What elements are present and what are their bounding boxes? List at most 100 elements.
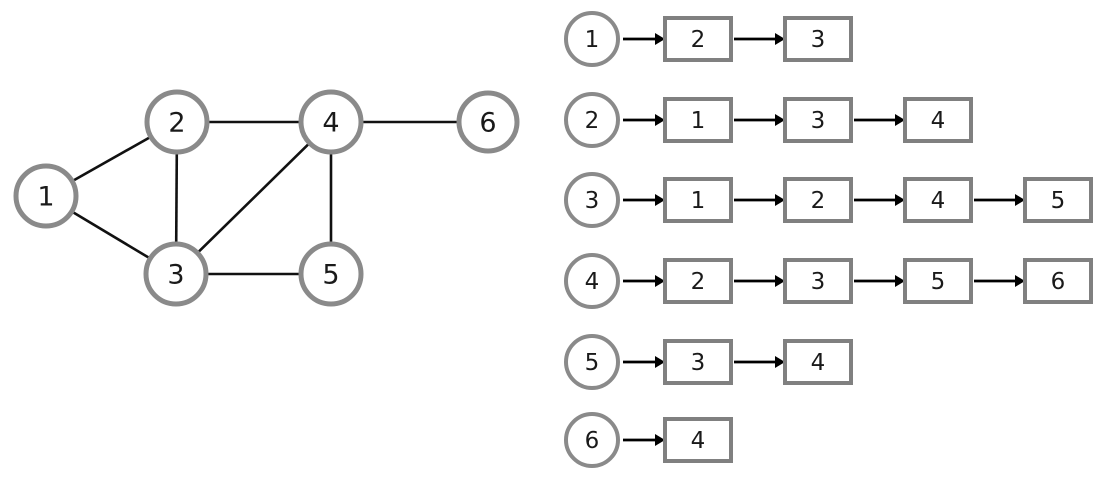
adjacency-head-label: 6 — [585, 428, 600, 454]
adjacency-head-2[interactable]: 2 — [564, 92, 620, 148]
adjacency-item-box — [783, 177, 853, 223]
adjacency-item-label: 5 — [931, 269, 946, 295]
adjacency-item-box — [783, 16, 853, 62]
adjacency-item-2-3[interactable]: 3 — [783, 97, 853, 143]
graph-node-1[interactable]: 1 — [13, 163, 79, 229]
adjacency-item-3-2[interactable]: 2 — [783, 177, 853, 223]
adjacency-arrow — [623, 194, 665, 206]
graph-node-circle — [298, 241, 364, 307]
adjacency-arrow — [734, 33, 785, 45]
adjacency-head-3[interactable]: 3 — [564, 172, 620, 228]
adjacency-head-circle — [564, 334, 620, 390]
graph-node-3[interactable]: 3 — [143, 241, 209, 307]
adjacency-item-4-2[interactable]: 2 — [663, 258, 733, 304]
adjacency-arrow — [734, 114, 785, 126]
arrow-head-icon — [775, 33, 785, 45]
graph-node-5[interactable]: 5 — [298, 241, 364, 307]
adjacency-arrow — [623, 434, 665, 446]
graph-node-label: 1 — [37, 182, 54, 213]
adjacency-item-label: 2 — [691, 269, 706, 295]
adjacency-item-box — [1023, 258, 1093, 304]
adjacency-arrow — [623, 275, 665, 287]
arrow-head-icon — [655, 356, 665, 368]
graph-edge-2-3 — [174, 153, 179, 243]
adjacency-item-4-3[interactable]: 3 — [783, 258, 853, 304]
graph-node-circle — [456, 90, 520, 154]
adjacency-head-4[interactable]: 4 — [564, 253, 620, 309]
graph-node-label: 6 — [479, 108, 496, 139]
arrow-head-icon — [1015, 275, 1025, 287]
adjacency-head-circle — [564, 412, 620, 468]
adjacency-head-1[interactable]: 1 — [564, 11, 620, 67]
arrow-head-icon — [655, 275, 665, 287]
graph-node-2[interactable]: 2 — [144, 89, 210, 155]
graph-node-circle — [144, 89, 210, 155]
adjacency-row: 3 1 2 4 5 — [564, 172, 1093, 228]
adjacency-arrow — [734, 275, 785, 287]
adjacency-item-box — [663, 258, 733, 304]
adjacency-item-4-6[interactable]: 6 — [1023, 258, 1093, 304]
adjacency-item-box — [1023, 177, 1093, 223]
adjacency-item-3-5[interactable]: 5 — [1023, 177, 1093, 223]
graph-node-circle — [143, 241, 209, 307]
adjacency-arrow — [623, 114, 665, 126]
adjacency-item-5-4[interactable]: 4 — [783, 339, 853, 385]
adjacency-arrow — [734, 356, 785, 368]
graph-node-label: 3 — [167, 260, 184, 291]
arrow-head-icon — [895, 114, 905, 126]
graph-canvas: 1 2 3 4 5 6 — [13, 89, 520, 307]
adjacency-item-label: 1 — [691, 188, 706, 214]
adjacency-row: 1 2 3 — [564, 11, 853, 67]
arrow-head-icon — [775, 194, 785, 206]
adjacency-item-label: 4 — [691, 428, 706, 454]
adjacency-item-3-4[interactable]: 4 — [903, 177, 973, 223]
adjacency-item-5-3[interactable]: 3 — [663, 339, 733, 385]
adjacency-head-circle — [564, 92, 620, 148]
adjacency-item-label: 3 — [811, 108, 826, 134]
adjacency-item-2-4[interactable]: 4 — [903, 97, 973, 143]
adjacency-arrow — [854, 194, 905, 206]
adjacency-head-label: 4 — [585, 269, 600, 295]
adjacency-head-5[interactable]: 5 — [564, 334, 620, 390]
arrow-head-icon — [655, 434, 665, 446]
adjacency-head-6[interactable]: 6 — [564, 412, 620, 468]
graph-node-circle — [298, 89, 364, 155]
adjacency-head-label: 1 — [585, 27, 600, 53]
adjacency-head-label: 5 — [585, 350, 600, 376]
adjacency-item-label: 6 — [1051, 269, 1066, 295]
adjacency-item-box — [663, 177, 733, 223]
adjacency-item-label: 4 — [931, 188, 946, 214]
adjacency-head-circle — [564, 172, 620, 228]
adjacency-arrow — [974, 275, 1025, 287]
arrow-head-icon — [655, 194, 665, 206]
arrow-head-icon — [775, 114, 785, 126]
adjacency-item-box — [903, 177, 973, 223]
adjacency-item-label: 2 — [811, 188, 826, 214]
graph-node-circle — [13, 163, 79, 229]
graph-node-4[interactable]: 4 — [298, 89, 364, 155]
adjacency-item-label: 1 — [691, 108, 706, 134]
graph-node-6[interactable]: 6 — [456, 90, 520, 154]
adjacency-arrow — [734, 194, 785, 206]
adjacency-item-1-2[interactable]: 2 — [663, 16, 733, 62]
graph-edge-1-2 — [73, 136, 150, 182]
adjacency-item-2-1[interactable]: 1 — [663, 97, 733, 143]
adjacency-head-label: 2 — [585, 108, 600, 134]
adjacency-item-label: 3 — [691, 350, 706, 376]
adjacency-item-box — [783, 97, 853, 143]
adjacency-item-label: 3 — [811, 269, 826, 295]
adjacency-item-6-4[interactable]: 4 — [663, 417, 733, 463]
adjacency-item-4-5[interactable]: 5 — [903, 258, 973, 304]
adjacency-head-label: 3 — [585, 188, 600, 214]
adjacency-arrow — [974, 194, 1025, 206]
adjacency-item-box — [783, 339, 853, 385]
adjacency-item-1-3[interactable]: 3 — [783, 16, 853, 62]
adjacency-item-3-1[interactable]: 1 — [663, 177, 733, 223]
adjacency-arrow — [854, 275, 905, 287]
adjacency-head-circle — [564, 253, 620, 309]
arrow-head-icon — [775, 356, 785, 368]
